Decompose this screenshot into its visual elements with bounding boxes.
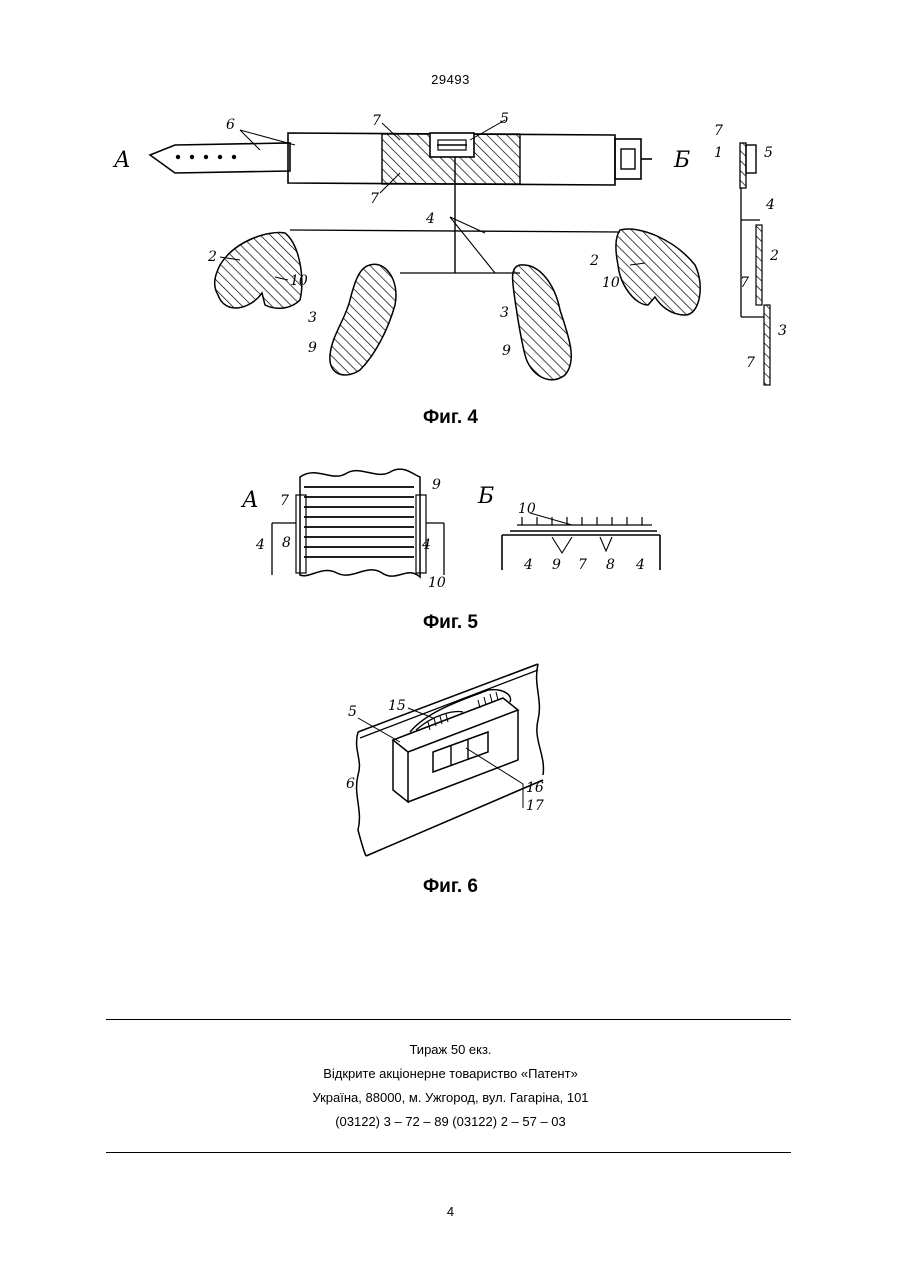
fig6-label-15: 15 — [388, 698, 406, 714]
fig4-label-7-bottom: 7 — [370, 191, 379, 207]
figure-4-drawing: А Б 6 7 5 7 4 2 10 2 10 3 9 3 9 7 1 5 4 … — [100, 105, 800, 405]
figure-5-caption-text: Фиг. 5 — [0, 612, 901, 634]
figure-5-drawing: А Б 7 9 4 8 4 10 10 4 9 7 8 4 — [232, 465, 672, 595]
fig4-label-2-right: 2 — [589, 253, 599, 269]
document-number: 29493 — [0, 72, 901, 87]
figure-6-drawing: 5 15 6 16 17 — [338, 660, 563, 860]
fig5-label-b: Б — [477, 484, 494, 509]
fig4-label-9-right: 9 — [502, 343, 511, 359]
fig4-label-b-4: 4 — [765, 197, 775, 213]
fig4-label-10-right: 10 — [602, 275, 620, 291]
fig6-label-5: 5 — [348, 704, 357, 720]
fig5-label-8: 8 — [282, 535, 291, 551]
fig4-label-3-left: 3 — [308, 310, 317, 326]
fig5-label-9: 9 — [432, 477, 441, 493]
fig6-label-16: 16 — [526, 780, 544, 796]
imprint-address: Україна, 88000, м. Ужгород, вул. Гагарін… — [0, 1086, 901, 1110]
fig4-label-10-left: 10 — [290, 273, 308, 289]
fig5-b-label-8: 8 — [606, 557, 615, 573]
imprint-publisher: Відкрите акціонерне товариство «Патент» — [0, 1062, 901, 1086]
fig6-label-17: 17 — [526, 798, 544, 814]
fig5-label-a: А — [240, 488, 259, 513]
fig4-label-6: 6 — [226, 117, 235, 133]
footer-imprint: Тираж 50 екз. Відкрите акціонерне товари… — [0, 1038, 901, 1134]
fig4-label-2-left: 2 — [207, 249, 217, 265]
fig5-b-label-9: 9 — [552, 557, 561, 573]
fig4-label-5: 5 — [500, 111, 509, 127]
fig5-label-4-right: 4 — [421, 537, 431, 553]
fig5-label-7: 7 — [280, 493, 289, 509]
fig5-label-4-left: 4 — [255, 537, 265, 553]
fig6-label-6: 6 — [346, 776, 355, 792]
fig5-b-label-7: 7 — [578, 557, 587, 573]
fig4-label-b-3: 3 — [778, 323, 787, 339]
fig4-label-a: А — [112, 148, 131, 173]
figure-6-caption: Фиг. 6 — [0, 876, 901, 898]
fig4-label-7-top: 7 — [372, 113, 381, 129]
fig4-label-4: 4 — [425, 211, 435, 227]
imprint-phones: (03122) 3 – 72 – 89 (03122) 2 – 57 – 03 — [0, 1110, 901, 1134]
fig4-label-b-1: 1 — [714, 145, 723, 161]
fig4-label-b: Б — [673, 148, 690, 173]
imprint-circulation: Тираж 50 екз. — [0, 1038, 901, 1062]
fig4-label-9-left: 9 — [308, 340, 317, 356]
fig5-b-label-4-left: 4 — [523, 557, 533, 573]
fig4-label-3-right: 3 — [500, 305, 509, 321]
fig4-label-b-5: 5 — [764, 145, 773, 161]
fig5-label-10: 10 — [428, 575, 446, 591]
footer-top-rule — [106, 1019, 791, 1020]
fig4-label-b-7-mid: 7 — [740, 275, 749, 291]
fig4-label-b-2: 2 — [769, 248, 779, 264]
page-number: 4 — [0, 1204, 901, 1219]
figure-4-caption: Фиг. 4 — [0, 407, 901, 429]
fig4-label-b-7-low: 7 — [746, 355, 755, 371]
fig5-b-label-10: 10 — [518, 501, 536, 517]
fig5-b-label-4-right: 4 — [635, 557, 645, 573]
footer-bottom-rule — [106, 1152, 791, 1153]
fig4-label-b-7: 7 — [714, 123, 723, 139]
